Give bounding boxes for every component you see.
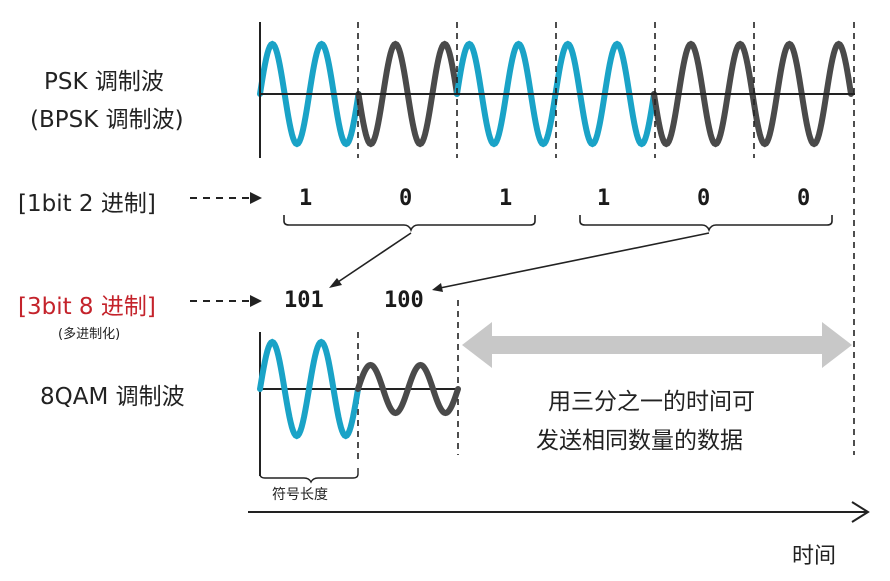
arrow-to-symbol-100	[432, 232, 710, 292]
qam-waveform	[257, 338, 461, 440]
bit-value: 1	[597, 186, 611, 211]
bit-value: 1	[499, 186, 513, 211]
bit-value: 0	[399, 186, 413, 211]
psk-label: PSK 调制波	[44, 69, 164, 95]
symbol-dividers	[357, 22, 855, 460]
bit-value: 0	[797, 186, 811, 211]
dashed-arrow-icon	[190, 295, 262, 307]
qam-symbol-wave	[257, 338, 361, 440]
qam-label: 8QAM 调制波	[40, 384, 185, 410]
symbol-length-label: 符号长度	[272, 487, 328, 503]
symbol-value: 100	[384, 288, 424, 313]
binary-2-label: [1bit 2 进制]	[18, 191, 156, 217]
saving-text-line2: 发送相同数量的数据	[536, 428, 743, 454]
dashed-arrow-icon	[190, 192, 262, 204]
bit-value: 1	[299, 186, 313, 211]
time-axis-label: 时间	[792, 544, 837, 569]
saving-text-line1: 用三分之一的时间可	[548, 389, 755, 415]
arrow-right-icon	[248, 501, 870, 523]
qam-symbol-wave	[355, 361, 461, 417]
bracket-first-three-bits	[283, 215, 536, 233]
double-arrow-icon	[462, 322, 852, 368]
bpsk-label: (BPSK 调制波)	[30, 107, 184, 133]
multilevel-label: (多进制化)	[58, 327, 121, 342]
symbol-value: 101	[284, 288, 324, 313]
bracket-last-three-bits	[579, 215, 833, 233]
binary-8-label: [3bit 8 进制]	[18, 294, 156, 320]
arrow-to-symbol-101	[329, 232, 412, 288]
bit-value: 0	[697, 186, 711, 211]
symbol-length-bracket	[259, 468, 359, 484]
